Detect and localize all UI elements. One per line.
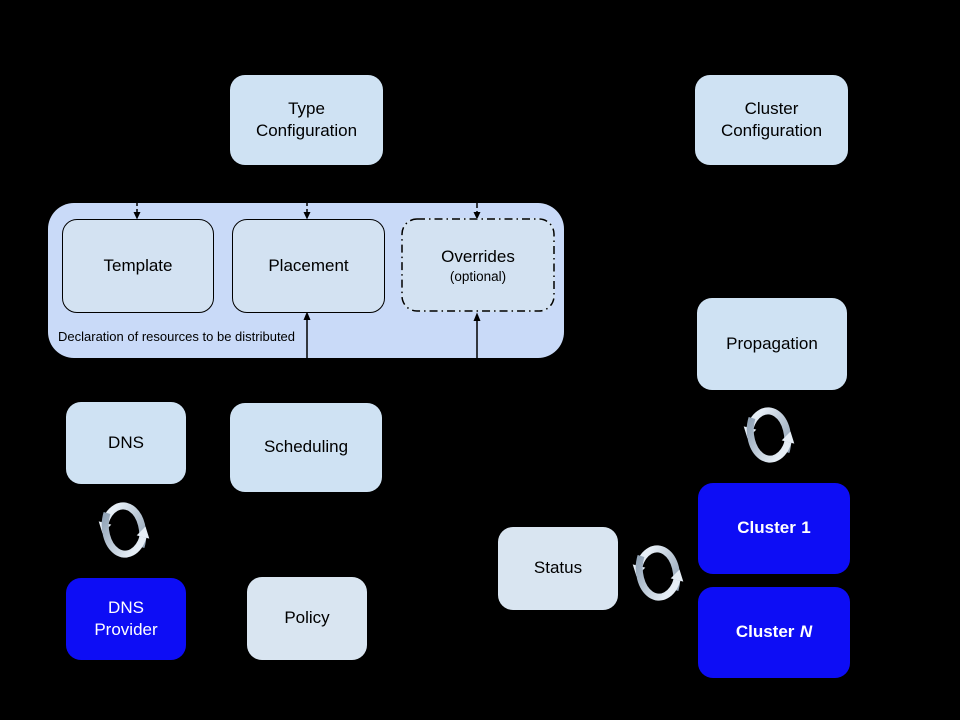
cluster-1-number: 1 [801,518,811,538]
group-caption: Declaration of resources to be distribut… [58,329,296,344]
cluster-n-letter: N [799,622,813,642]
status-sync-arrows-icon [630,535,686,611]
propagation-label: Propagation [726,333,818,353]
dns-provider-label: DNS Provider [94,597,158,639]
overrides-box: Overrides (optional) [401,218,555,312]
template-box: Template [62,219,214,313]
cluster-configuration-label: Cluster Configuration [720,98,823,140]
template-label: Template [103,256,173,275]
type-configuration-box: Type Configuration [230,75,383,165]
status-label: Status [533,558,583,578]
dns-provider-box: DNS Provider [66,578,186,660]
cluster-1-label: Cluster [737,518,796,538]
dns-label: DNS [108,432,144,452]
propagation-sync-arrows-icon [741,397,797,473]
status-box: Status [498,527,618,610]
overrides-sublabel: (optional) [449,268,507,284]
cluster-configuration-box: Cluster Configuration [695,75,848,165]
placement-box: Placement [232,219,385,313]
policy-label: Policy [284,608,330,628]
resource-declaration-group: Template Placement Overrides (optional) … [48,203,564,358]
policy-box: Policy [247,577,367,660]
dns-sync-arrows-icon [96,492,152,568]
overrides-label: Overrides [441,246,515,266]
scheduling-box: Scheduling [230,403,382,492]
dns-box: DNS [66,402,186,484]
propagation-box: Propagation [697,298,847,390]
placement-label: Placement [268,256,349,275]
type-configuration-label: Type Configuration [255,98,358,140]
scheduling-label: Scheduling [263,437,349,457]
cluster-n-label: Cluster [735,622,795,642]
